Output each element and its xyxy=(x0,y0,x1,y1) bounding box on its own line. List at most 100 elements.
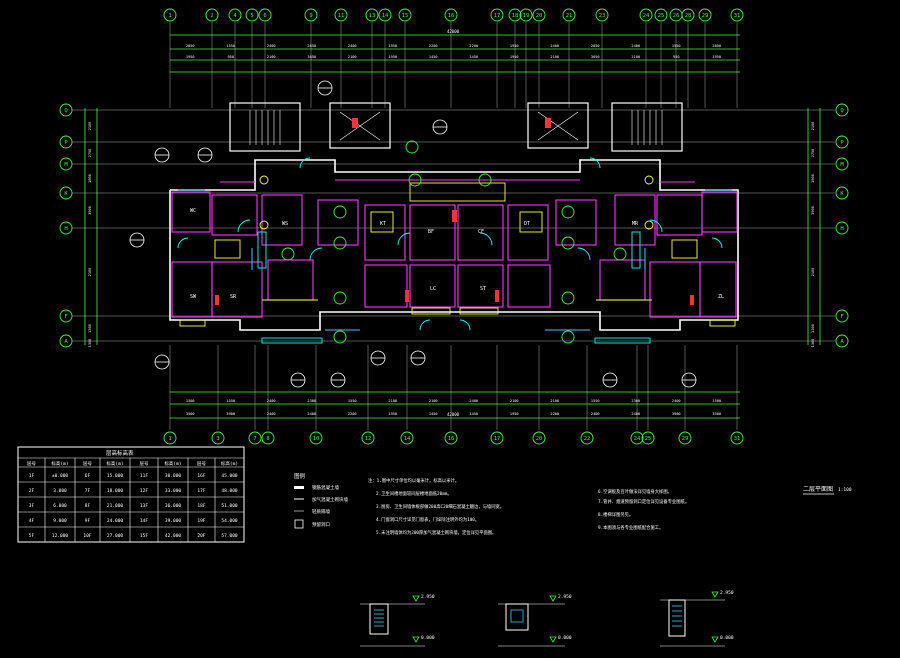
dimension-text: 2100 xyxy=(88,122,92,131)
dimension-text: 2400 xyxy=(631,44,640,48)
table-cell: 17F xyxy=(197,488,205,494)
table-header: 层号 xyxy=(27,461,36,467)
dimension-text: 3900 xyxy=(672,412,681,416)
table-cell: 3F xyxy=(29,503,35,509)
axis-bubble xyxy=(334,8,348,22)
dimension-text: 950 xyxy=(228,55,235,59)
axis-label: 14 xyxy=(404,436,411,442)
table-cell: ±0.000 xyxy=(52,473,69,479)
axis-bubble xyxy=(163,8,177,22)
dimension-text: 3050 xyxy=(591,55,600,59)
elevator-shaft-right xyxy=(527,102,589,149)
table-cell: 19F xyxy=(197,518,205,524)
table-cell: 9.000 xyxy=(53,518,67,524)
axis-label: 7 xyxy=(253,436,256,442)
axis-label: 19 xyxy=(523,13,530,19)
room-tag: ZL xyxy=(718,294,724,300)
table-cell: 48.000 xyxy=(221,488,238,494)
dimension-text: 2400 xyxy=(631,412,640,416)
axis-bubble xyxy=(228,8,242,22)
row-axis-label: M xyxy=(840,162,844,168)
elevation-label-upper: 2.950 xyxy=(720,590,734,596)
axis-bubble xyxy=(595,8,609,22)
elevator-shaft-left xyxy=(329,102,391,149)
dimension-text: 1550 xyxy=(672,44,681,48)
room-tag: KT xyxy=(380,221,386,227)
dimension-text: 1550 xyxy=(226,44,235,48)
row-axis-bubble xyxy=(835,334,849,348)
axis-label: 1 xyxy=(168,436,171,442)
room-tag: WS xyxy=(282,221,288,227)
note-line: 7.管井、烟道预留洞口定位详见设备专业图纸。 xyxy=(598,498,689,505)
note-line: 9.本图须与各专业图纸配合施工。 xyxy=(598,524,663,531)
table-cell: 57.000 xyxy=(221,533,238,539)
legend-item: 钢筋混凝土墙 xyxy=(312,484,339,491)
dimension-text: 2400 xyxy=(267,44,276,48)
dimension-text: 2400 xyxy=(348,44,357,48)
row-axis-label: Q xyxy=(840,108,843,114)
table-cell: 39.000 xyxy=(165,518,182,524)
dimension-text: 3900 xyxy=(811,206,815,215)
row-axis-bubble xyxy=(59,221,73,235)
dimension-text: 1300 xyxy=(88,324,92,333)
table-cell: 13F xyxy=(140,503,148,509)
axis-label: 16 xyxy=(448,13,455,19)
dimension-text: 2400 xyxy=(591,412,600,416)
dimension-text: 2100 xyxy=(631,55,640,59)
table-cell: 30.000 xyxy=(165,473,182,479)
room-tag: SR xyxy=(230,294,237,300)
axis-label: 24 xyxy=(634,436,641,442)
dimension-text: 2400 xyxy=(469,399,478,403)
axis-label: 5 xyxy=(250,13,253,19)
table-header: 层号 xyxy=(83,461,92,467)
elevation-label-upper: 2.950 xyxy=(421,594,435,600)
elevation-label-lower: 0.000 xyxy=(720,635,734,641)
axis-label: 29 xyxy=(702,13,709,19)
general-notes: 注：1.图中尺寸单位均以毫米计，标高以米计。 2.卫生间楼地面较同层楼地面低20… xyxy=(368,477,689,536)
dimension-text: 3500 xyxy=(712,412,721,416)
dimension-text: 1300 xyxy=(811,324,815,333)
axis-label: 20 xyxy=(536,13,543,19)
row-axis-bubble xyxy=(59,103,73,117)
room-tag: BF xyxy=(428,229,434,235)
dimension-text: 1950 xyxy=(712,55,721,59)
axis-bubble xyxy=(398,8,412,22)
table-cell: 6F xyxy=(85,473,91,479)
dimension-text: 2100 xyxy=(550,399,559,403)
note-line: 3.厨房、卫生间墙体根部做200高C20细石混凝土翻边，与墙同宽。 xyxy=(376,503,504,510)
table-cell: 33.000 xyxy=(165,488,182,494)
axis-gridlines xyxy=(72,22,835,430)
table-header: 层号 xyxy=(140,461,149,467)
axis-label: 22 xyxy=(584,436,591,442)
table-cell: 51.000 xyxy=(221,503,238,509)
room-tag: SW xyxy=(190,294,197,300)
row-axis-bubble xyxy=(835,221,849,235)
row-axis-label: F xyxy=(64,314,67,320)
dimension-text: 1950 xyxy=(510,44,519,48)
axis-bubble xyxy=(698,8,712,22)
axis-bubble xyxy=(163,431,177,445)
dimension-text: 3500 xyxy=(186,412,195,416)
dimension-text: 2100 xyxy=(811,122,815,131)
dimension-text: 3050 xyxy=(307,55,316,59)
dimension-text: 2200 xyxy=(550,412,559,416)
row-axis-label: H xyxy=(840,226,843,232)
row-axis-label: H xyxy=(64,226,67,232)
table-header: 标高(m) xyxy=(221,460,238,467)
row-axis-bubble xyxy=(835,157,849,171)
section-markers xyxy=(215,118,694,305)
axis-label: 9 xyxy=(309,13,312,19)
axis-bubble xyxy=(562,8,576,22)
row-axis-bubble xyxy=(59,309,73,323)
dimension-text: 2100 xyxy=(510,399,519,403)
fixtures xyxy=(179,175,736,327)
axis-bubble xyxy=(508,8,522,22)
row-axis-label: K xyxy=(64,191,68,197)
legend-swatch-opening xyxy=(294,519,304,529)
interior-axis-bubbles xyxy=(281,140,627,344)
axis-bubble xyxy=(532,8,546,22)
legend-title: 图例 xyxy=(294,472,306,480)
axis-label: 2 xyxy=(210,13,213,19)
